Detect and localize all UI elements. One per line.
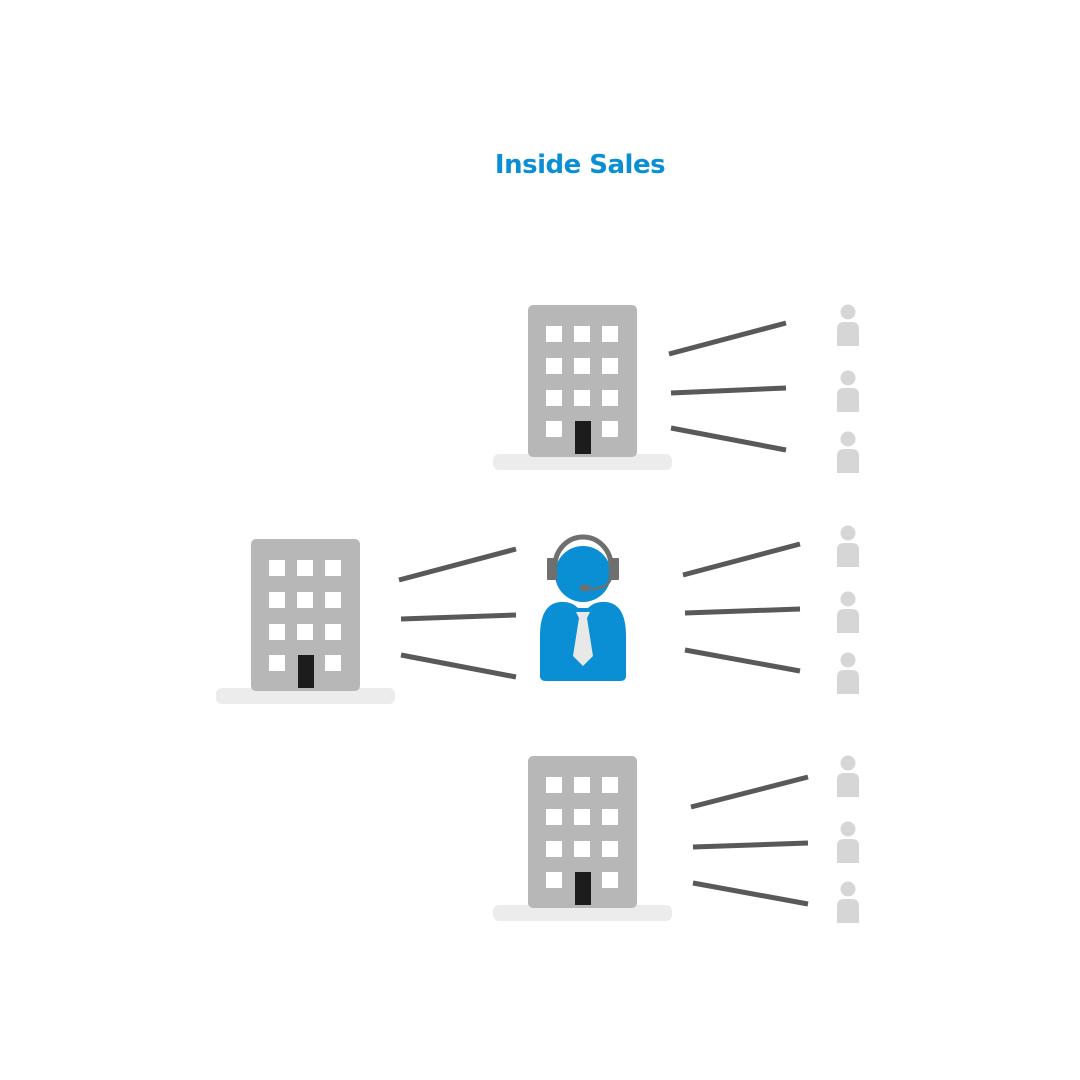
connector-line bbox=[682, 541, 801, 578]
person-icon bbox=[837, 881, 859, 923]
person-icon bbox=[837, 652, 859, 694]
person-icon bbox=[837, 755, 859, 797]
connector-line bbox=[692, 880, 809, 907]
connector-line bbox=[398, 546, 517, 583]
connector-line bbox=[670, 425, 787, 453]
diagram-title: Inside Sales bbox=[494, 150, 666, 180]
office-building-icon bbox=[493, 305, 672, 470]
person-icon bbox=[837, 304, 859, 346]
connector-line bbox=[692, 840, 809, 850]
office-building-icon bbox=[493, 756, 672, 921]
connections bbox=[398, 320, 809, 907]
connector-line bbox=[670, 385, 787, 396]
connector-line bbox=[690, 774, 809, 810]
person-icon bbox=[837, 431, 859, 473]
connector-line bbox=[400, 612, 517, 622]
sales-agent-icon bbox=[540, 534, 626, 681]
connector-line bbox=[684, 606, 801, 616]
person-icon bbox=[837, 525, 859, 567]
office-building-icon bbox=[216, 539, 395, 704]
connector-line bbox=[668, 320, 787, 357]
connector-line bbox=[684, 647, 801, 674]
person-icon bbox=[837, 591, 859, 633]
connector-line bbox=[400, 652, 517, 680]
person-icon bbox=[837, 821, 859, 863]
person-icon bbox=[837, 370, 859, 412]
